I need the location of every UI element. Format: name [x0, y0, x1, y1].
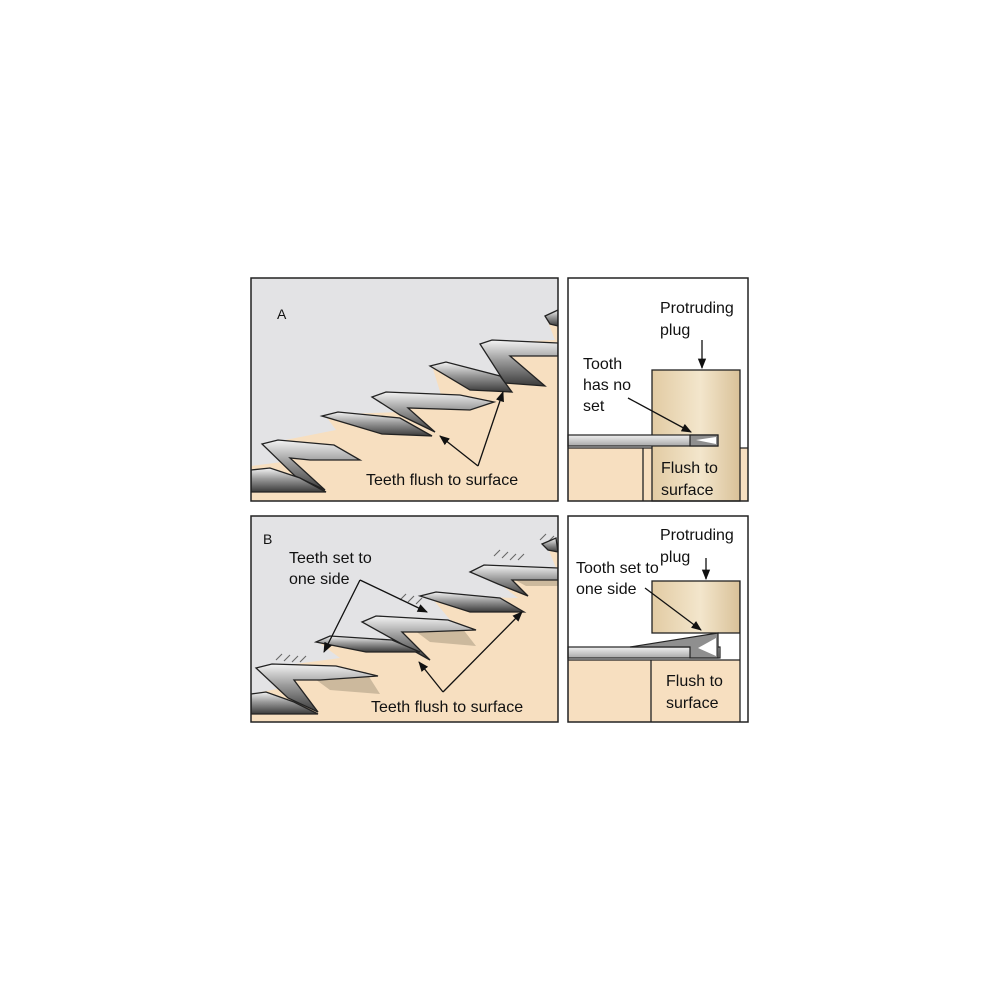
saw-tooth: [417, 591, 527, 613]
plug-label: plug: [660, 549, 690, 566]
plug-gap: [740, 581, 748, 722]
saw-tooth: [319, 411, 433, 437]
saw-tooth: [251, 691, 319, 715]
saw-tooth: [540, 537, 558, 553]
panel-a-detail: Protruding plug Tooth has no set Flush t…: [567, 277, 749, 502]
arrow: [418, 661, 444, 693]
arrow: [627, 397, 692, 433]
tooth-set-to-side: [629, 632, 719, 659]
flush-label: surface: [661, 482, 714, 499]
arrow: [644, 587, 702, 631]
saw-tooth: [370, 391, 497, 433]
saw-tooth: [251, 467, 327, 493]
tooth-label: one side: [576, 581, 637, 598]
flush-label: Flush to: [666, 673, 723, 690]
tooth-label: has no: [583, 377, 631, 394]
saw-tooth: [254, 663, 379, 713]
motion-hatch: [275, 533, 555, 663]
protruding-plug: [651, 580, 741, 634]
panel-a-saw: A Teeth flush to surface: [250, 277, 559, 502]
teeth-set-label: one side: [289, 571, 350, 588]
panel-b-frame: [250, 515, 559, 723]
saw-tooth: [428, 361, 514, 393]
panel-a-letter: A: [277, 306, 287, 322]
arrow: [439, 435, 479, 467]
panel-b-saw: B Teeth set to one side Teeth flush to s…: [250, 515, 559, 723]
panel-a-frame: [250, 277, 559, 502]
tooth-label: Tooth set to: [576, 560, 659, 577]
panel-b-letter: B: [263, 531, 272, 547]
saw-tooth: [479, 339, 558, 387]
tooth-highlight: [696, 437, 716, 444]
teeth-set-label: Teeth set to: [289, 550, 372, 567]
saw-tooth: [468, 564, 558, 597]
teeth-flush-label: Teeth flush to surface: [366, 472, 518, 489]
tooth-label: set: [583, 398, 605, 415]
arrow: [359, 579, 428, 613]
plug-label: Protruding: [660, 300, 734, 317]
tooth-label: Tooth: [583, 356, 622, 373]
plug-label: Protruding: [660, 527, 734, 544]
arrow: [477, 391, 504, 467]
arrow: [323, 579, 361, 653]
panel-b-detail-frame: [567, 515, 749, 723]
saw-tooth: [313, 635, 421, 653]
saw-blade: [251, 278, 558, 466]
flush-label: surface: [666, 695, 719, 712]
saw-tooth: [544, 309, 558, 327]
panel-a-detail-frame: [567, 277, 749, 502]
panel-b-detail: Protruding plug Tooth set to one side Fl…: [567, 515, 749, 723]
tooth-highlight: [698, 638, 716, 656]
flush-label: Flush to: [661, 460, 718, 477]
wood-surface: [568, 660, 748, 722]
plug-label: plug: [660, 322, 690, 339]
teeth-flush-label: Teeth flush to surface: [371, 699, 523, 716]
arrow: [442, 611, 523, 693]
